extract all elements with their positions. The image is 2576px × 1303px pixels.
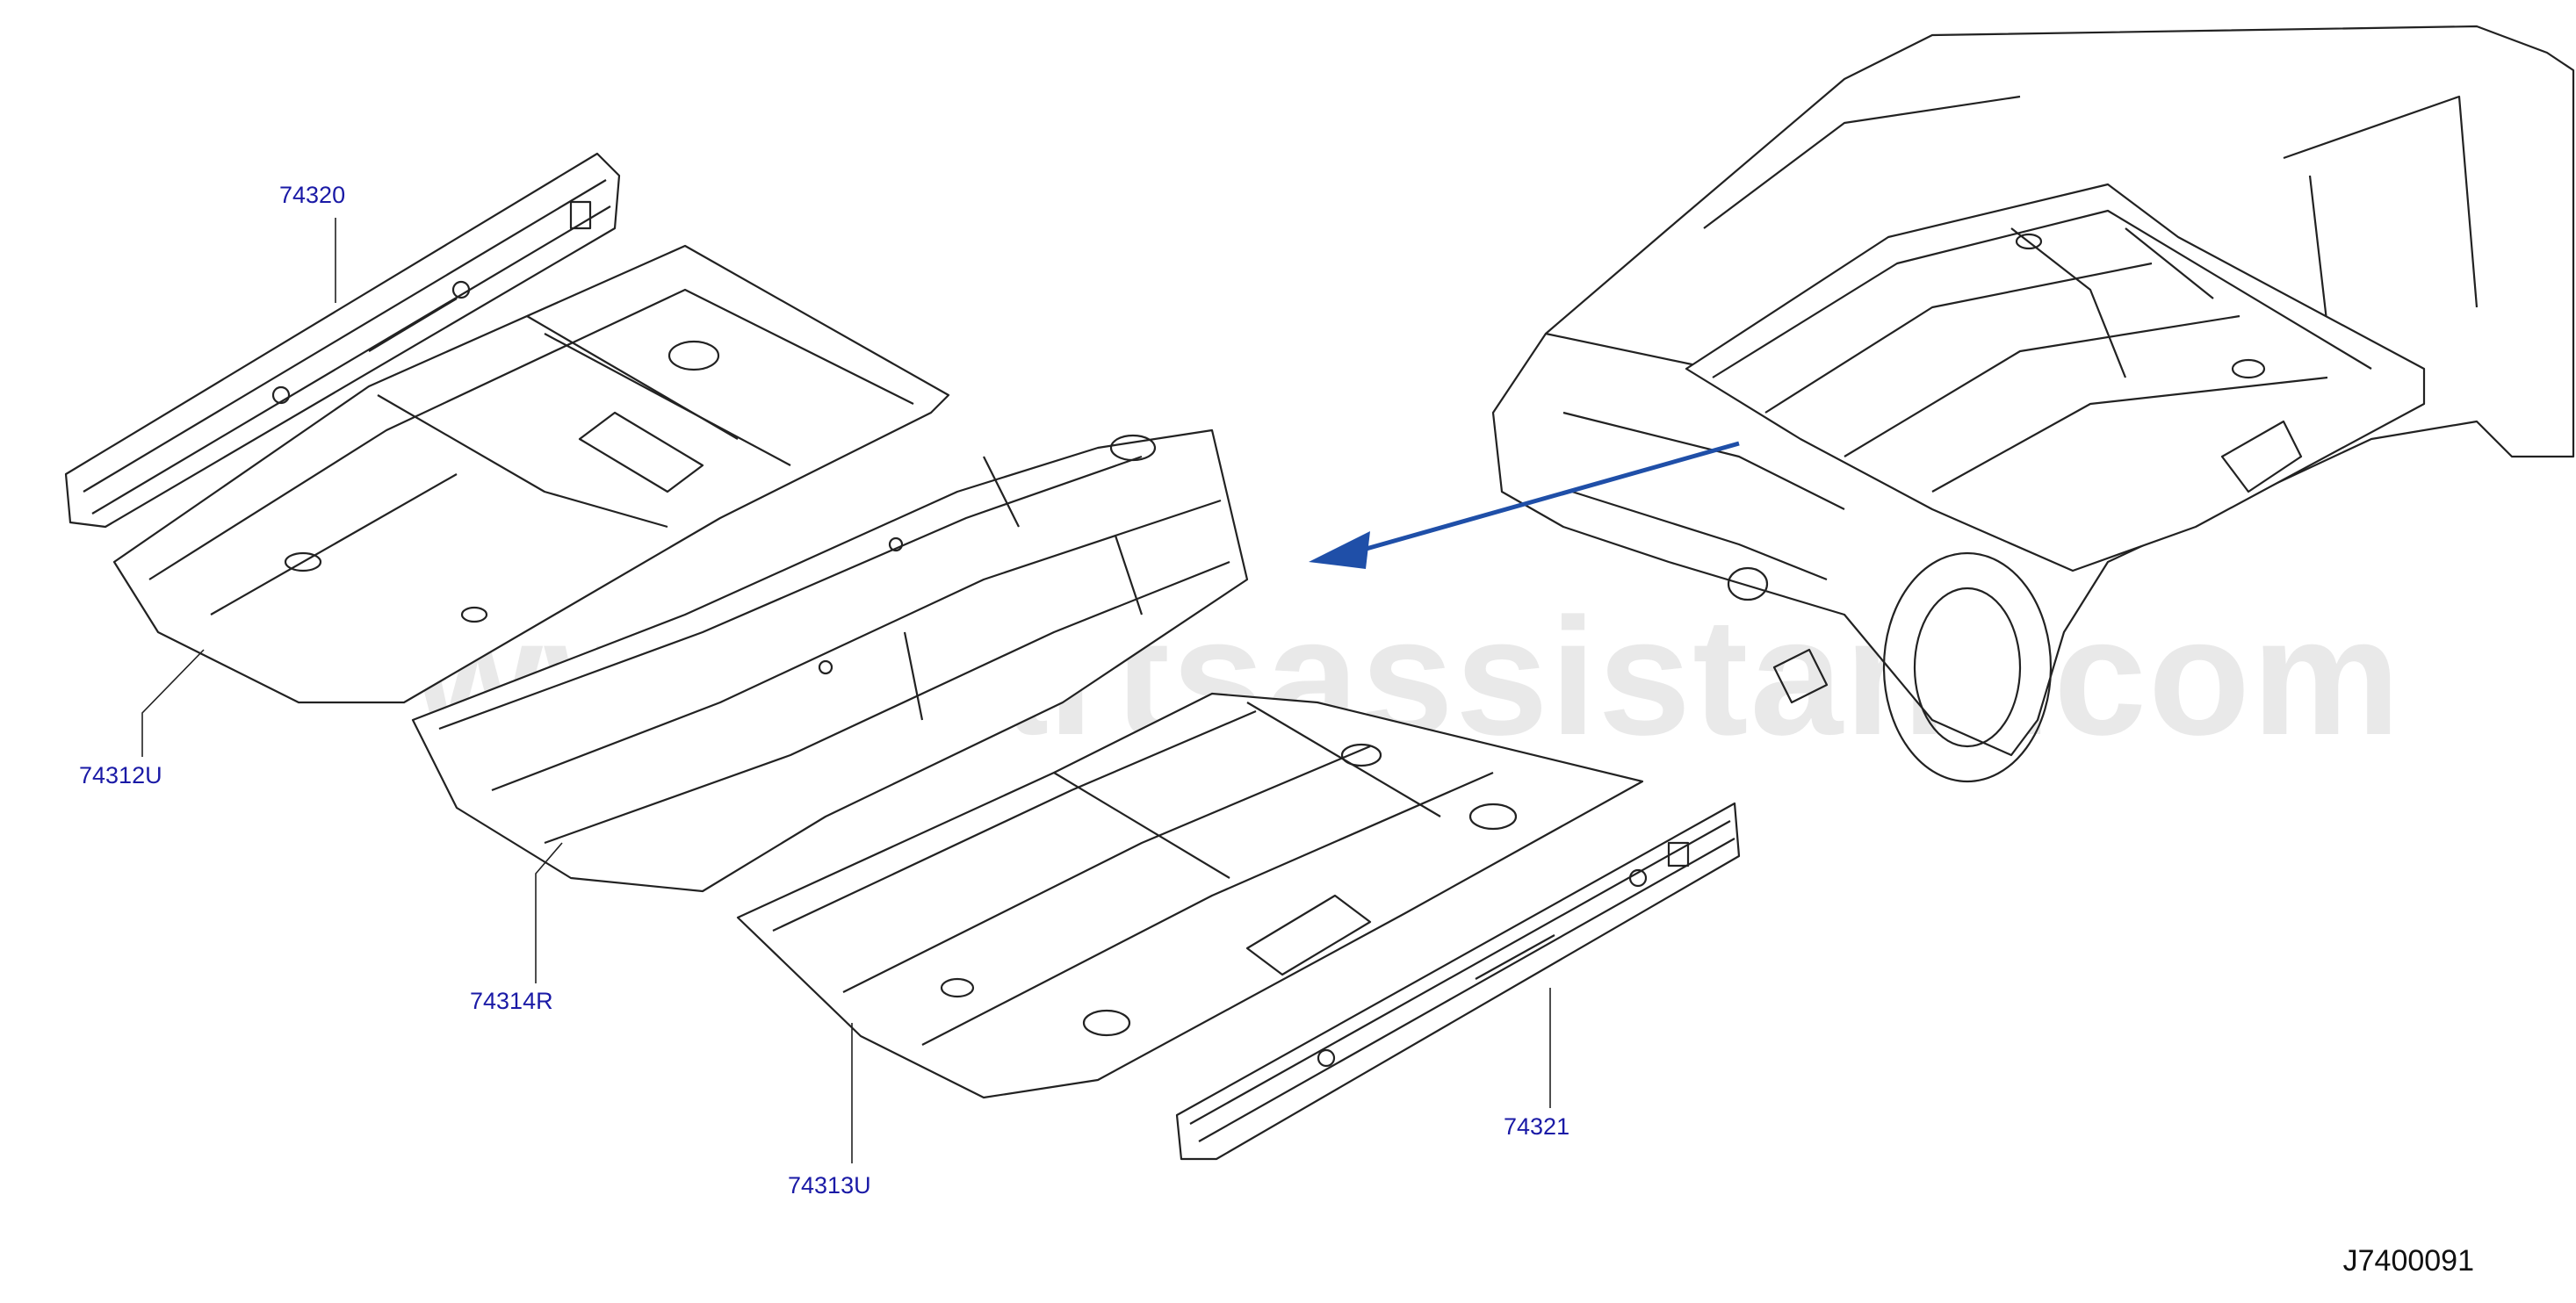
part-label-74320[interactable]: 74320 [279,182,346,208]
front-floor-panel[interactable] [112,244,950,704]
rear-floor-panel[interactable] [736,692,1644,1099]
leader-line-74314R [535,842,563,983]
center-floor-panel[interactable] [411,428,1249,893]
part-label-74314R[interactable]: 74314R [470,988,553,1014]
part-label-74321[interactable]: 74321 [1504,1113,1570,1140]
part-label-74313U[interactable]: 74313U [788,1172,871,1199]
diagram-code: J7400091 [2342,1244,2474,1278]
vehicle-outline [1491,25,2575,783]
part-label-74312U[interactable]: 74312U [79,762,162,788]
side-sill-left[interactable] [64,152,621,529]
side-sill-right[interactable] [1175,802,1741,1161]
leader-line-74312U [141,649,205,757]
pointer-arrow [1309,441,1740,569]
